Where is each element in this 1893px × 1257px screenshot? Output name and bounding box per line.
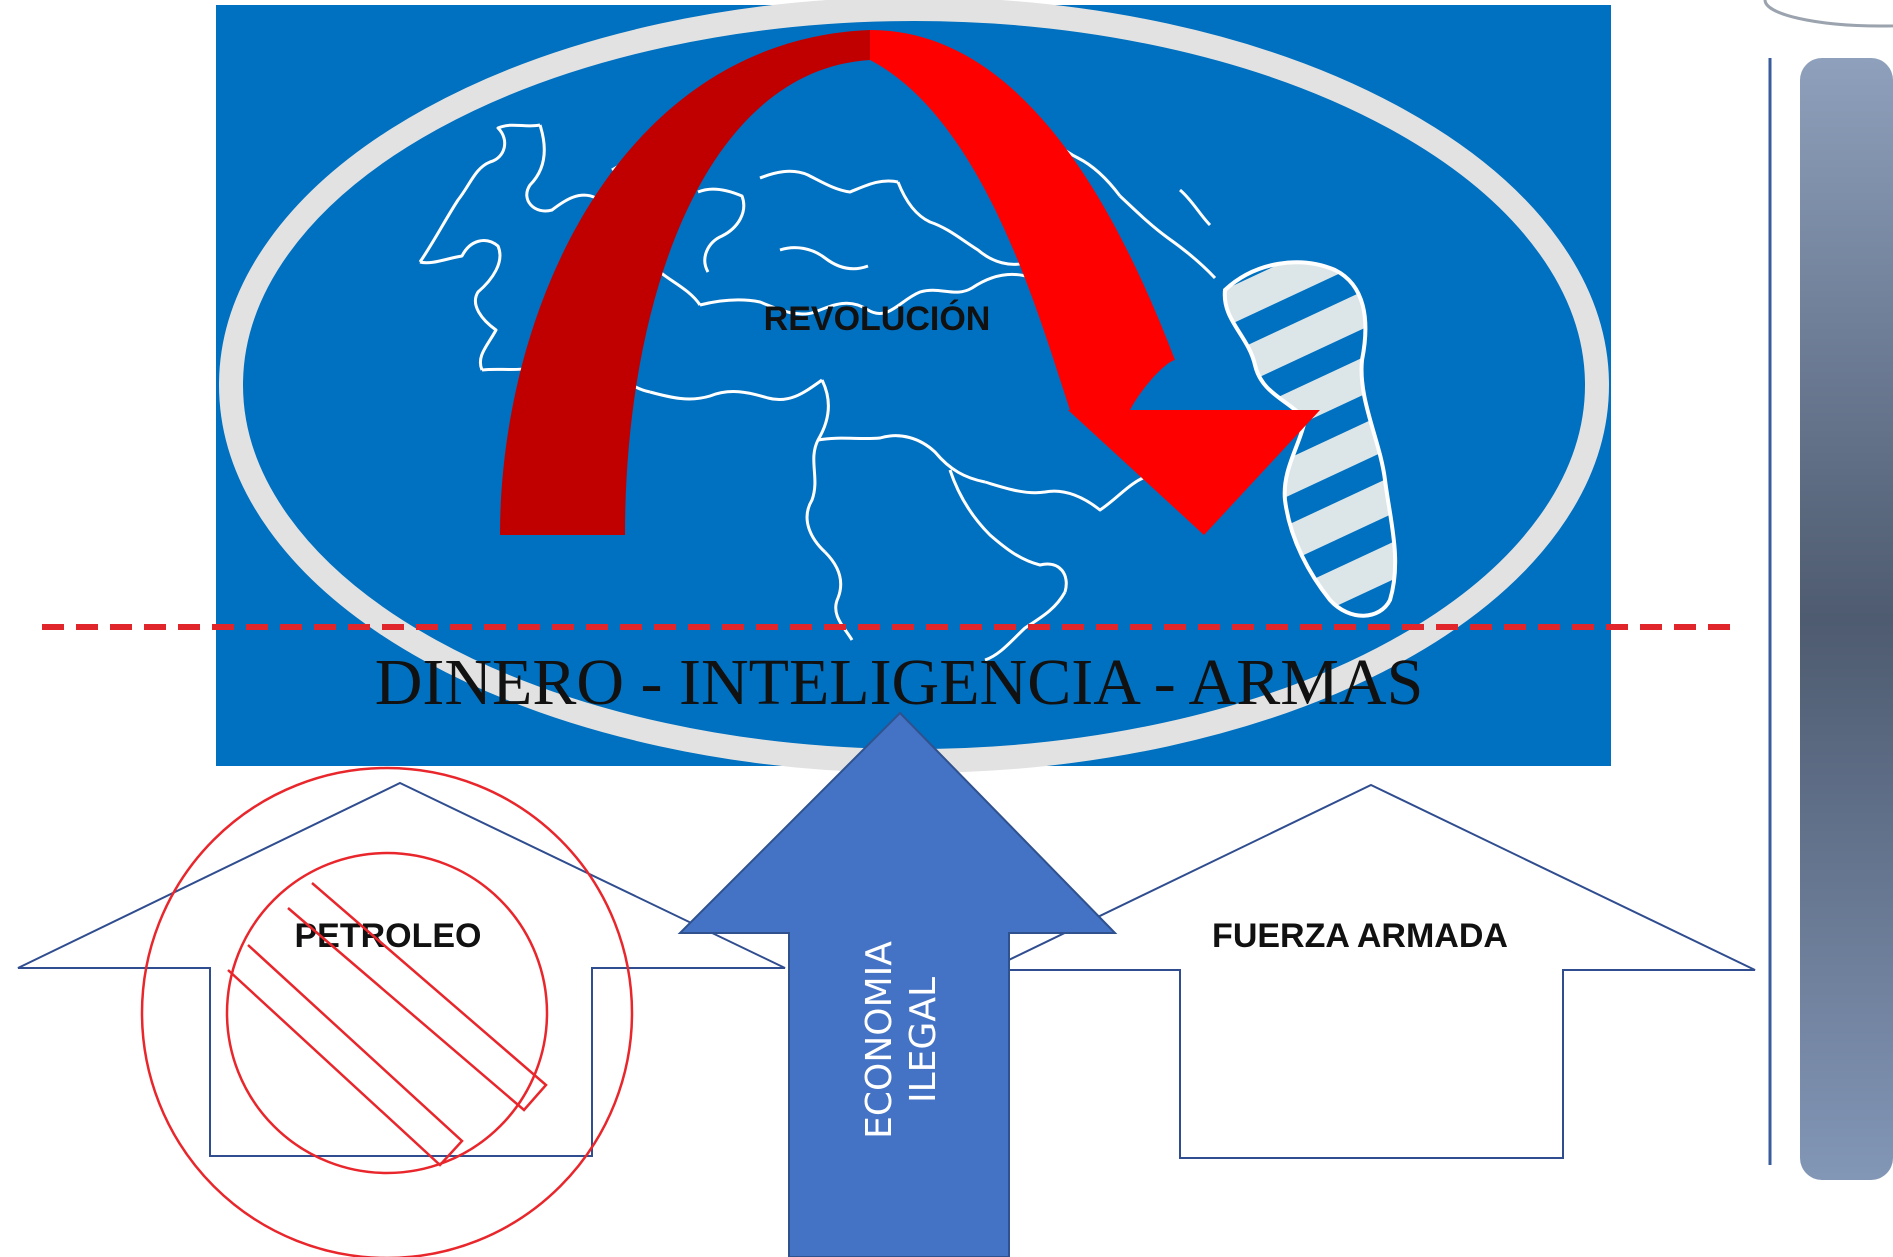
revolution-arrow-head — [1068, 410, 1320, 535]
pillar-arrow-fuerza-armada — [987, 783, 1756, 1159]
pillar-arrow-petroleo — [17, 781, 786, 1157]
pillar-arrow-economia-ilegal — [677, 711, 1118, 1257]
revolution-arc-arrow-left — [500, 30, 870, 535]
side-panel — [1800, 58, 1893, 1180]
resources-label: DINERO - INTELIGENCIA - ARMAS — [375, 646, 1424, 719]
revolution-label: REVOLUCIÓN — [764, 300, 991, 338]
pillar-label-economia-line1: ECONOMIA — [859, 941, 900, 1139]
prohibited-icon — [140, 766, 634, 1257]
revolution-arc-arrow-right — [870, 30, 1175, 410]
striped-territory — [1222, 260, 1398, 618]
pillar-label-economia-line2: ILEGAL — [903, 977, 944, 1103]
map-panel — [216, 5, 1611, 766]
pillar-label-fuerza-armada: FUERZA ARMADA — [1212, 917, 1508, 955]
corner-seal — [1763, 0, 1893, 28]
